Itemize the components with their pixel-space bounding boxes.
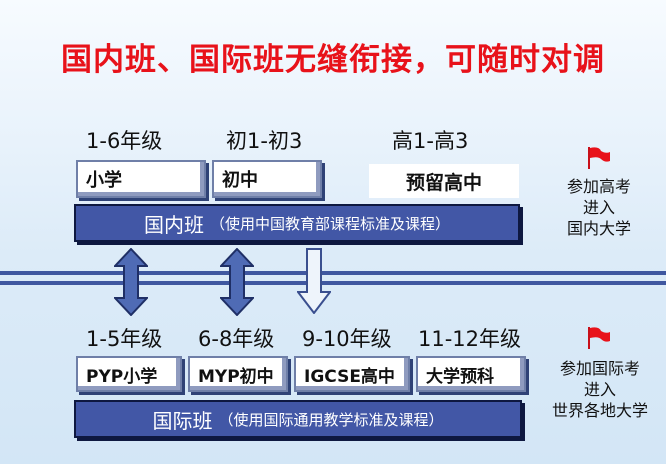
domestic-box-primary-label: 小学 — [86, 170, 122, 191]
page-title: 国内班、国际班无缝衔接，可随时对调 — [61, 42, 605, 78]
domestic-level-junior: 初1-初3 — [226, 129, 303, 153]
domestic-level-primary: 1-6年级 — [86, 129, 163, 153]
intl-track-desc: （使用国际通用教学标准及课程） — [218, 410, 444, 429]
domestic-box-junior-label: 初中 — [222, 170, 258, 191]
down-arrow-icon — [297, 248, 331, 314]
domestic-box-primary: 小学 — [76, 160, 206, 198]
intl-box-myp: MYP初中 — [188, 356, 288, 392]
intl-outcome-line2: 进入 — [583, 380, 616, 399]
domestic-track-desc: （使用中国教育部课程标准及课程） — [209, 214, 450, 233]
divider-top — [0, 271, 666, 275]
intl-outcome-line1: 参加国际考 — [559, 359, 640, 378]
intl-box-prep: 大学预科 — [416, 356, 526, 392]
intl-box-pyp-label: PYP小学 — [86, 366, 158, 387]
domestic-track-bar: 国内班 （使用中国教育部课程标准及课程） — [74, 204, 520, 242]
intl-track-bar: 国际班 （使用国际通用教学标准及课程） — [74, 400, 522, 438]
intl-box-prep-label: 大学预科 — [426, 366, 494, 387]
domestic-outcome-line1: 参加高考 — [566, 177, 631, 196]
domestic-outcome-line2: 进入 — [582, 198, 615, 217]
intl-level-prep: 11-12年级 — [418, 327, 522, 351]
intl-level-myp: 6-8年级 — [198, 327, 275, 351]
intl-box-myp-label: MYP初中 — [198, 366, 274, 387]
domestic-outcome-line3: 国内大学 — [566, 219, 631, 238]
intl-level-igcse: 9-10年级 — [302, 327, 392, 351]
intl-box-igcse: IGCSE高中 — [294, 356, 410, 392]
intl-outcome-line3: 世界各地大学 — [551, 401, 648, 420]
domestic-box-senior-label: 预留高中 — [405, 171, 482, 194]
intl-outcome: 参加国际考 进入 世界各地大学 — [536, 358, 664, 421]
domestic-box-senior: 预留高中 — [369, 164, 519, 198]
flag-icon — [588, 327, 610, 349]
intl-track-title: 国际班 — [152, 408, 213, 433]
intl-level-pyp: 1-5年级 — [86, 327, 163, 351]
flag-icon — [588, 147, 610, 169]
intl-box-pyp: PYP小学 — [76, 356, 182, 392]
bidirectional-arrow-icon — [220, 248, 254, 316]
domestic-track-title: 国内班 — [143, 212, 204, 237]
divider-bottom — [0, 281, 666, 285]
domestic-box-junior: 初中 — [212, 160, 322, 198]
intl-box-igcse-label: IGCSE高中 — [304, 366, 395, 387]
domestic-level-senior: 高1-高3 — [392, 129, 469, 153]
bidirectional-arrow-icon — [114, 248, 148, 316]
domestic-outcome: 参加高考 进入 国内大学 — [540, 176, 658, 239]
